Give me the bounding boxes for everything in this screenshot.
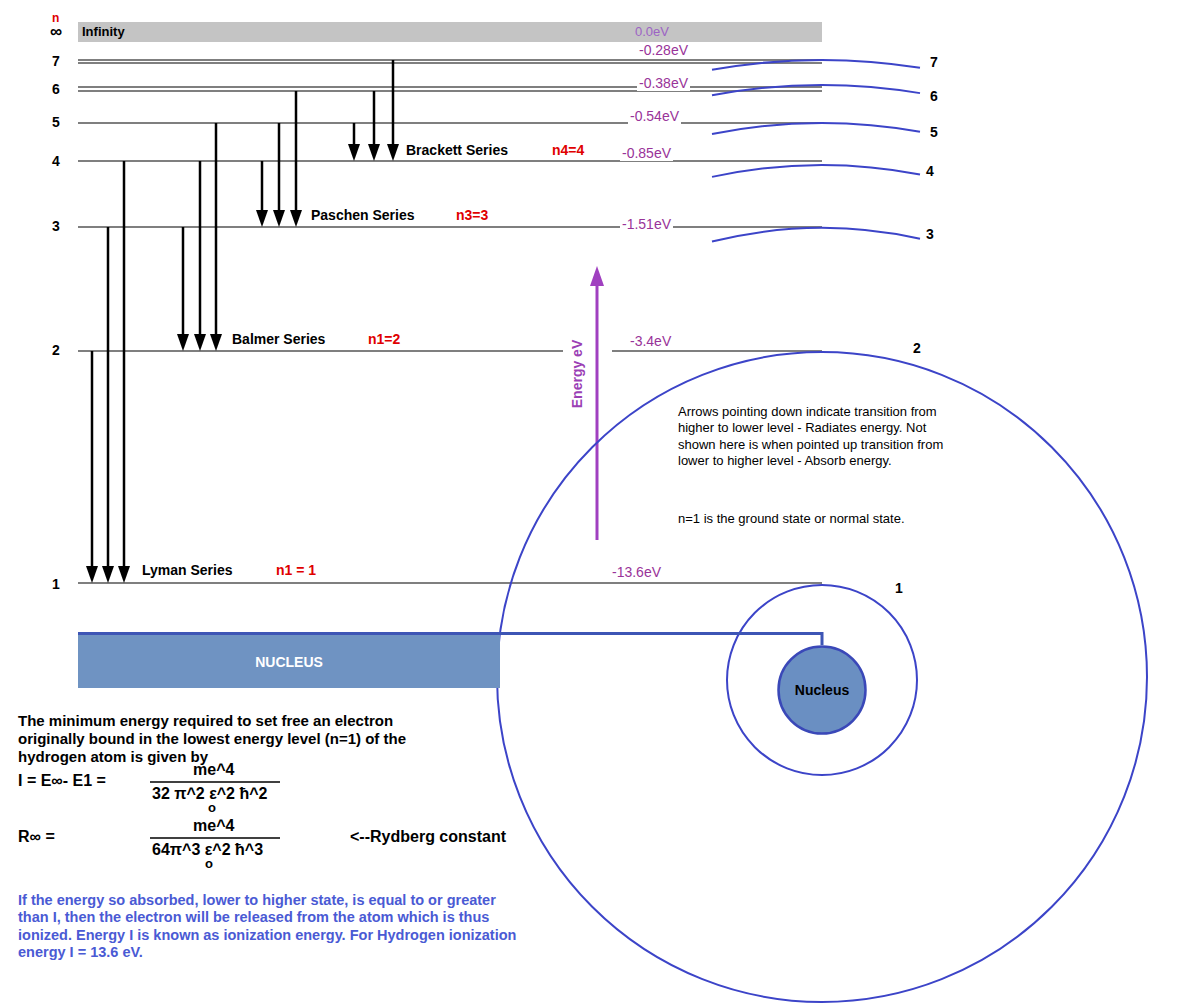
node-text: Nucleus (795, 682, 849, 698)
series-name: Paschen Series (311, 207, 415, 223)
transition-arrow (118, 161, 130, 583)
transition-arrow (290, 91, 302, 227)
transition-arrow (348, 123, 360, 161)
series-level: n4=4 (552, 142, 584, 158)
subscript: o (205, 857, 213, 872)
orbits (497, 352, 1147, 1002)
series-level: n1 = 1 (276, 562, 316, 578)
orbit-arc (712, 228, 920, 242)
orbit-number: 2 (913, 340, 921, 356)
node-text: 0.0eV (635, 24, 669, 39)
fraction-bars (150, 782, 280, 838)
energy-value: -0.38eV (637, 75, 690, 91)
level-number: 5 (52, 114, 60, 130)
note-text: Arrows pointing down indicate transition… (678, 404, 958, 469)
body-text: If the energy so absorbed, lower to high… (18, 892, 518, 962)
formula-text: me^4 (193, 817, 234, 835)
infinity-symbol: ∞ (50, 22, 62, 42)
nucleus-circle: Nucleus (777, 645, 867, 735)
transition-arrow (177, 227, 189, 351)
infinity-band: Infinity 0.0eV (78, 22, 822, 42)
formula-text: I = E∞- E1 = (18, 772, 106, 790)
transition-arrow (102, 227, 114, 583)
series-name: Brackett Series (406, 142, 508, 158)
formula-text: R∞ = (18, 828, 55, 846)
level-lines (78, 60, 822, 583)
transition-arrows (86, 60, 399, 583)
energy-value: -3.4eV (628, 333, 673, 349)
level-number: 6 (52, 81, 60, 97)
orbit-arc (712, 123, 920, 134)
energy-value: -0.28eV (637, 42, 690, 58)
level-number: 2 (52, 342, 60, 358)
series-level: n3=3 (456, 207, 488, 223)
transition-arrow (368, 91, 380, 161)
level-number: 7 (52, 53, 60, 69)
level-number: 3 (52, 218, 60, 234)
transition-arrow (256, 161, 268, 227)
series-name: Balmer Series (232, 331, 325, 347)
energy-value: -13.6eV (610, 564, 663, 580)
orbit-number: 6 (930, 88, 938, 104)
subscript: o (208, 801, 216, 816)
nucleus-band: NUCLEUS (78, 632, 500, 688)
formula-text: <--Rydberg constant (350, 828, 506, 846)
transition-arrow (194, 161, 206, 351)
formula-text: me^4 (193, 761, 234, 779)
orbit-number: 1 (895, 580, 903, 596)
series-name: Lyman Series (142, 562, 233, 578)
orbit-number: 3 (926, 226, 934, 242)
energy-value: -1.51eV (620, 216, 673, 232)
energy-arrow (590, 266, 604, 540)
level-number: 1 (52, 576, 60, 592)
transition-arrow (387, 60, 399, 161)
node-text: Infinity (82, 24, 125, 39)
body-text: The minimum energy required to set free … (18, 712, 448, 766)
energy-value: -0.54eV (628, 108, 681, 124)
transition-arrow (273, 123, 285, 227)
orbit-number: 4 (926, 163, 934, 179)
level-number: 4 (52, 153, 60, 169)
connector-line (500, 634, 822, 646)
orbit-arc (712, 165, 920, 177)
series-level: n1=2 (368, 331, 400, 347)
transition-arrow (86, 351, 98, 583)
note-text: n=1 is the ground state or normal state. (678, 511, 958, 527)
transition-arrow (210, 123, 222, 351)
orbit-arcs (712, 60, 920, 242)
node-text: NUCLEUS (255, 654, 323, 670)
orbit-arc (712, 85, 920, 95)
orbit-number: 5 (930, 124, 938, 140)
orbit-number: 7 (930, 54, 938, 70)
axis-label: Energy eV (569, 340, 585, 408)
energy-value: -0.85eV (620, 145, 673, 161)
orbit-arc (712, 60, 920, 70)
